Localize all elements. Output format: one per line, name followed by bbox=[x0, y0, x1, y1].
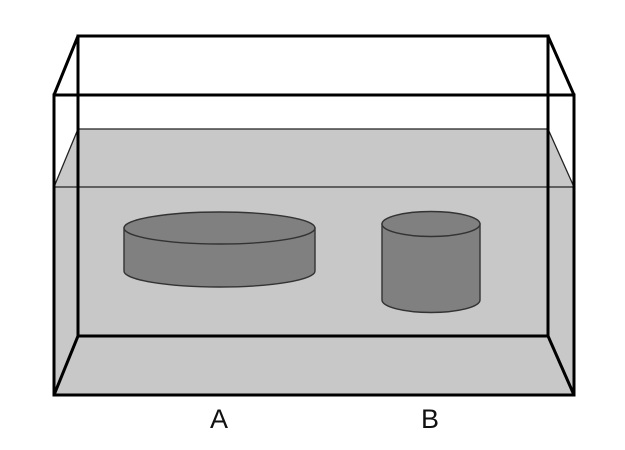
tank-back-face bbox=[76, 34, 550, 338]
tank-edge-top-left bbox=[52, 35, 80, 96]
cylinder-b-body bbox=[381, 223, 481, 314]
cylinder-a-body bbox=[123, 227, 316, 288]
cylinder-b-top bbox=[381, 210, 481, 238]
cylinder-b bbox=[381, 210, 481, 314]
tank-front-face bbox=[52, 93, 576, 397]
cylinder-a bbox=[123, 211, 316, 288]
tank-edge-top-right bbox=[546, 35, 576, 96]
tank-frame bbox=[52, 34, 576, 397]
label-b: B bbox=[420, 404, 439, 434]
cylinder-a-top bbox=[123, 211, 316, 245]
label-a: A bbox=[209, 404, 228, 434]
tank-edge-bottom-right bbox=[546, 335, 576, 396]
water-surface-back-edge bbox=[53, 128, 575, 188]
tank-edge-bottom-left bbox=[52, 335, 80, 396]
